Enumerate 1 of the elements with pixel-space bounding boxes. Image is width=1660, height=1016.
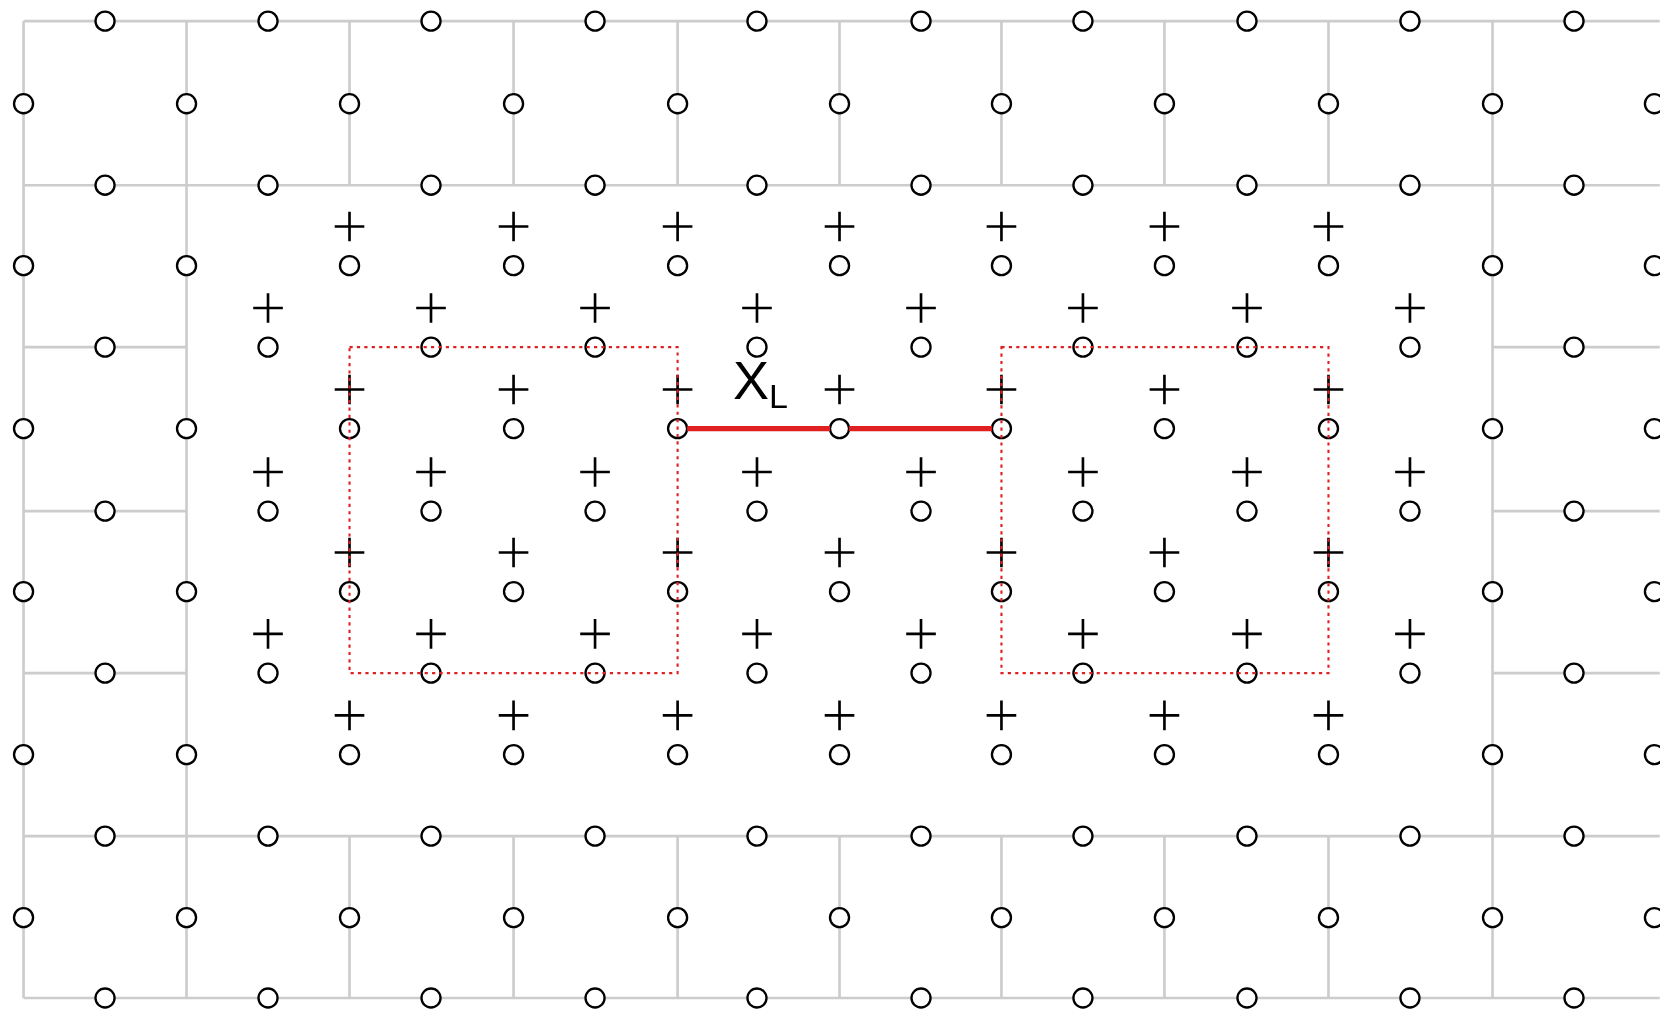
length-label: X$_{L}$: [733, 353, 788, 407]
